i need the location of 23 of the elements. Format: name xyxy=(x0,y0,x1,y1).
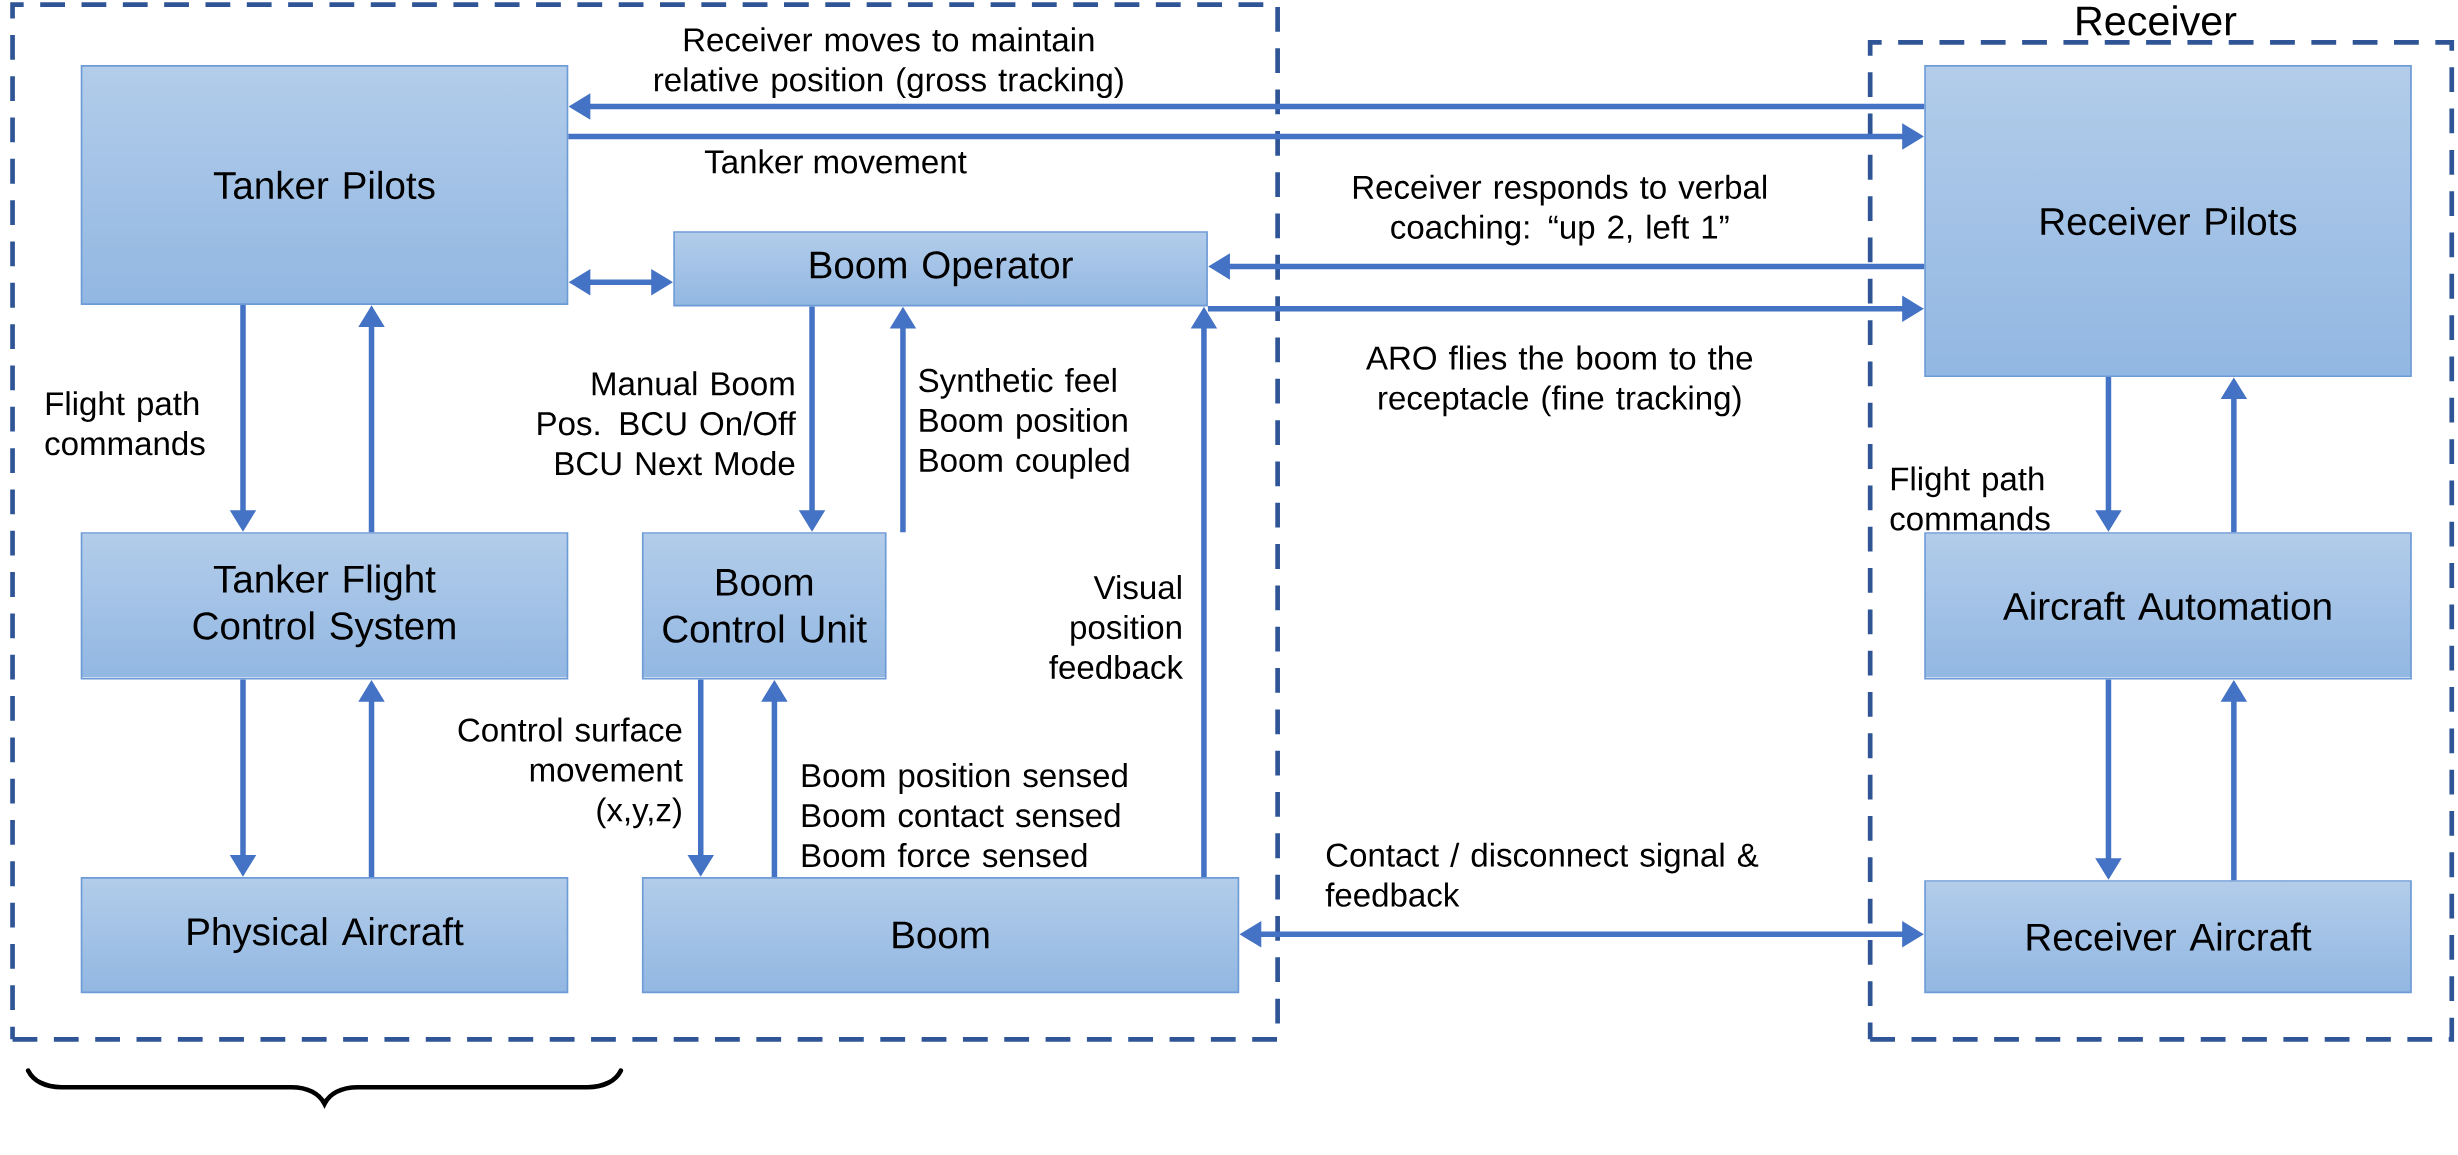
edge-label: ARO flies the boom to the receptacle (fine tracking) xyxy=(1366,345,1753,417)
process-box: Boom Control Unit xyxy=(641,532,887,680)
group-frame xyxy=(10,2,1280,1042)
edge-label: Receiver responds to verbal coaching: “up 2, left 1” xyxy=(1353,174,1767,246)
edge-label: Control surface movement (x,y,z) xyxy=(458,717,683,829)
process-box: Receiver Aircraft xyxy=(1924,880,2412,993)
process-box: Tanker Flight Control System xyxy=(80,532,569,680)
process-box: Physical Aircraft xyxy=(80,876,569,993)
edge-label: Contact / disconnect signal & feedback xyxy=(1325,842,1759,907)
process-box: Boom Operator xyxy=(673,231,1208,307)
process-box: Aircraft Automation xyxy=(1924,532,2412,680)
process-box: Tanker Pilots xyxy=(80,64,569,305)
edge-label: Flight path commands xyxy=(45,391,205,456)
process-box: Receiver Pilots xyxy=(1924,64,2412,377)
edge-label: Receiver moves to maintain relative position (gross tracking) xyxy=(654,27,1123,98)
edge-label: Boom position sensed Boom contact sensed Boom force sensed xyxy=(802,762,1127,868)
node-label: Receiver xyxy=(2077,5,2237,36)
edge-label: Manual Boom Pos. BCU On/Off BCU Next Mode xyxy=(538,371,796,476)
edge-label: Flight path commands xyxy=(1890,466,2050,531)
process-box: Boom xyxy=(641,876,1240,993)
edge-label: Synthetic feel Boom position Boom coupled xyxy=(919,367,1129,479)
edge-label: Visual position feedback xyxy=(1049,574,1184,679)
edge-label: Tanker movement xyxy=(704,149,967,174)
